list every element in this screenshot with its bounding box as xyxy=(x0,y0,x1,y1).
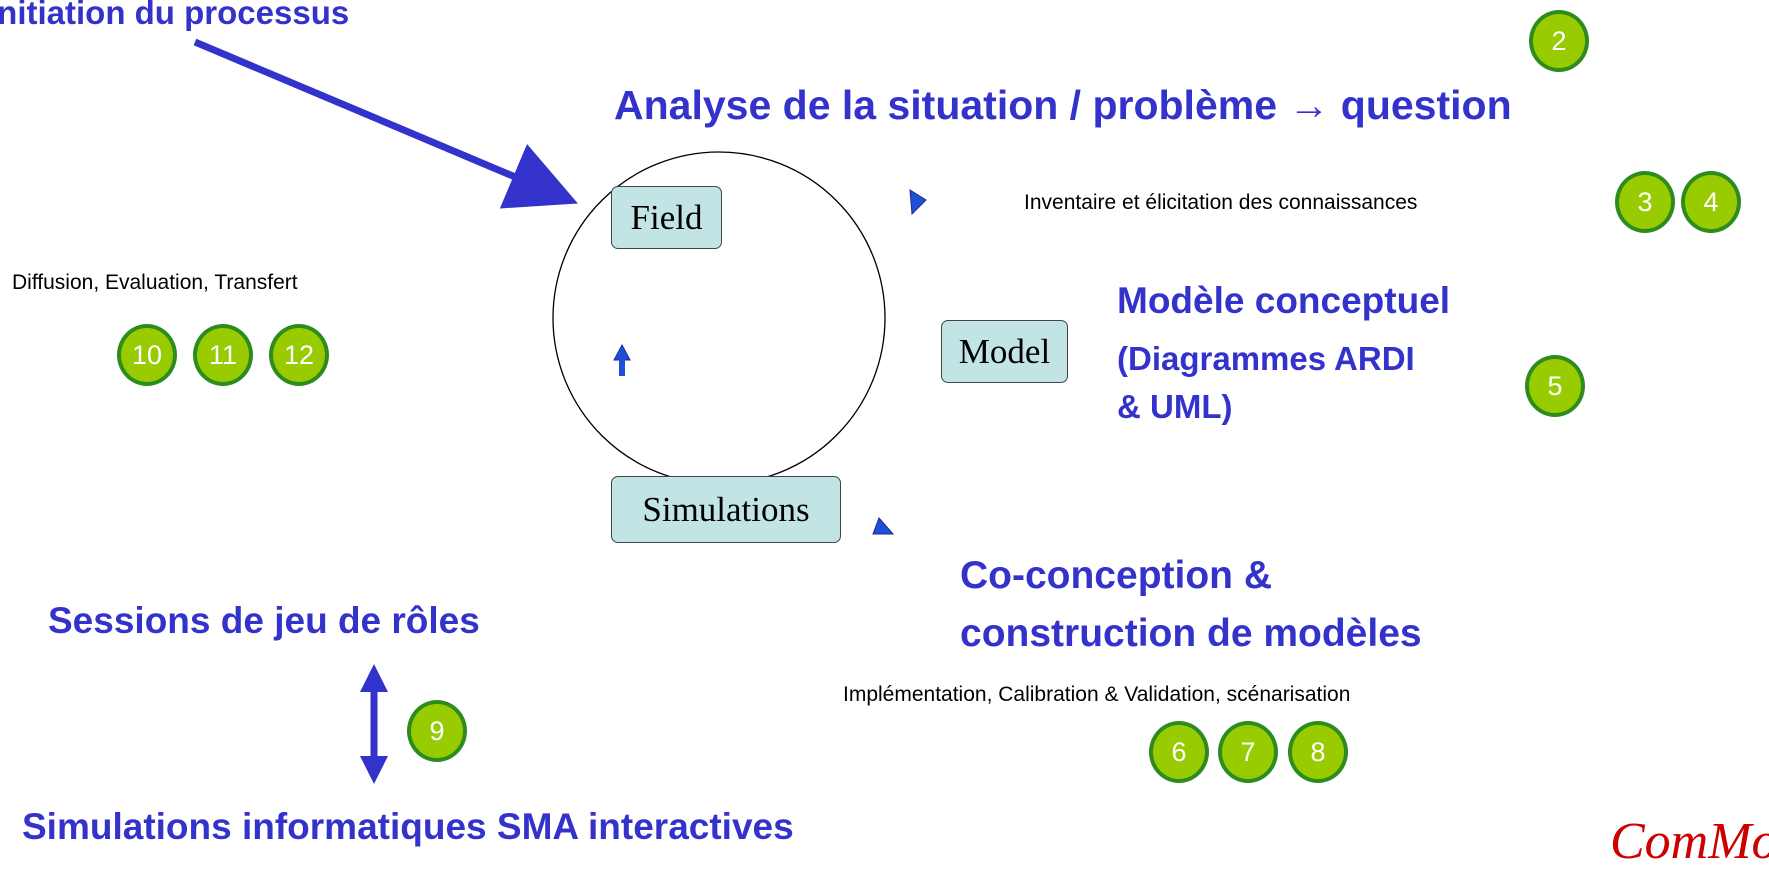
badge-12: 12 xyxy=(269,324,329,386)
heading-modele-conceptuel: Modèle conceptuel xyxy=(1117,280,1451,321)
node-model: Model xyxy=(941,320,1068,383)
text-inventaire: Inventaire et élicitation des connaissan… xyxy=(1024,191,1418,214)
badge-7: 7 xyxy=(1218,721,1278,783)
badge-10: 10 xyxy=(117,324,177,386)
badge-6: 6 xyxy=(1149,721,1209,783)
double-arrow-head-bottom xyxy=(360,756,388,784)
heading-simulations-informatiques: Simulations informatiques SMA interactiv… xyxy=(22,806,794,847)
cycle-arrowhead-left-stem xyxy=(619,358,625,376)
node-simulations: Simulations xyxy=(611,476,841,543)
heading-analyse: Analyse de la situation / problème → que… xyxy=(614,82,1512,128)
node-field: Field xyxy=(611,186,722,249)
badge-4: 4 xyxy=(1681,171,1741,233)
badge-3: 3 xyxy=(1615,171,1675,233)
badge-11: 11 xyxy=(193,324,253,386)
badge-2: 2 xyxy=(1529,10,1589,72)
double-arrow-head-top xyxy=(360,664,388,692)
badge-5: 5 xyxy=(1525,355,1585,417)
cycle-arrowhead-bottom xyxy=(872,517,895,535)
heading-modele-diagrammes: (Diagrammes ARDI xyxy=(1117,340,1415,377)
text-diffusion: Diffusion, Evaluation, Transfert xyxy=(12,271,298,294)
heading-sessions: Sessions de jeu de rôles xyxy=(48,600,480,641)
cycle-arrowhead-left xyxy=(613,343,631,361)
heading-modele-uml: & UML) xyxy=(1117,388,1233,425)
heading-construction: construction de modèles xyxy=(960,612,1422,655)
initiation-arrow xyxy=(193,38,578,209)
cycle-arrowhead-top xyxy=(909,189,927,216)
badge-9: 9 xyxy=(407,700,467,762)
badge-8: 8 xyxy=(1288,721,1348,783)
heading-coconception: Co-conception & xyxy=(960,554,1272,597)
heading-initiation: Initiation du processus xyxy=(0,0,350,31)
text-implementation: Implémentation, Calibration & Validation… xyxy=(843,683,1351,706)
commod-logo: ComMod xyxy=(1610,813,1769,870)
